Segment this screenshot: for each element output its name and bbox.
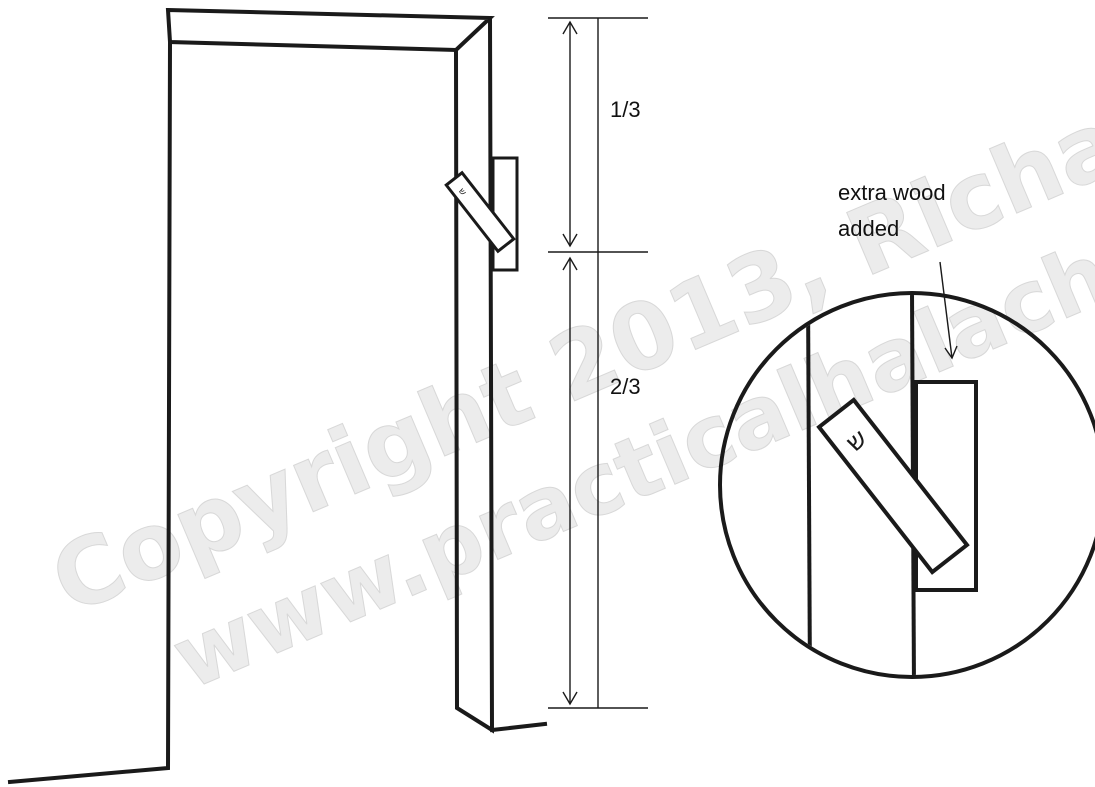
callout-arrow-head [944, 345, 958, 360]
shin-letter-small: ש [456, 187, 468, 198]
extra-wood-block [491, 156, 519, 272]
detail-circle-outline [718, 291, 1095, 679]
upper-arrow-head-bottom [562, 233, 578, 248]
lintel [165, 7, 495, 53]
floor-line-right [489, 721, 548, 733]
left-jamb [7, 39, 173, 785]
lower-arrow-head-bottom [562, 691, 578, 706]
callout: extra wood added [838, 180, 958, 360]
door-frame: ש [7, 7, 548, 785]
mezuzah-small: ש [444, 170, 516, 254]
upper-fraction-label: 1/3 [610, 97, 641, 122]
lower-arrow-head-top [562, 256, 578, 271]
right-jamb [453, 15, 495, 734]
height-measurement: 1/3 2/3 [548, 17, 648, 709]
detail-circle: ש [718, 291, 1095, 679]
mezuzah-detail: ש [816, 397, 970, 575]
lower-fraction-label: 2/3 [610, 374, 641, 399]
detail-contents: ש [805, 295, 978, 675]
detail-jamb-edge-left [805, 295, 813, 675]
upper-arrow-head-top [562, 20, 578, 35]
callout-label-line-2: added [838, 216, 899, 241]
watermark: Copyright 2013, Richard B. Aiken www.pra… [36, 0, 1095, 710]
callout-arrow-shaft [939, 261, 953, 359]
callout-label-line-1: extra wood [838, 180, 946, 205]
